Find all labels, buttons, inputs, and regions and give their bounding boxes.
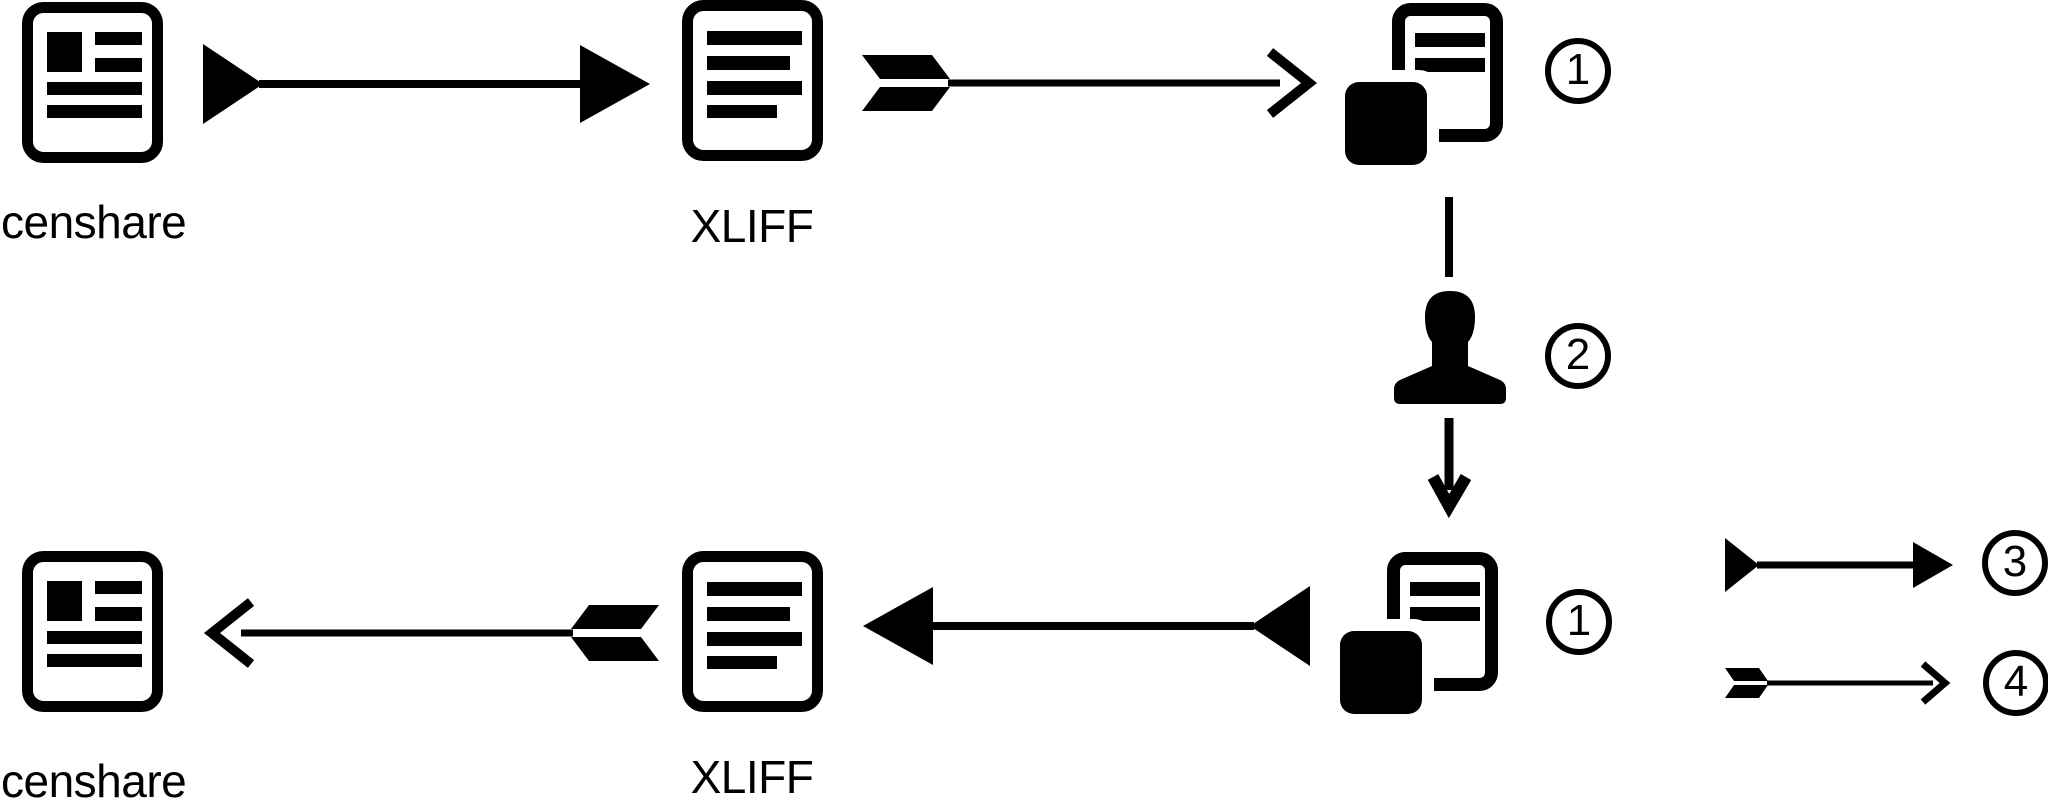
xliff-label-bottom: XLIFF — [690, 751, 814, 803]
step-1-badge-top: 1 — [1545, 38, 1611, 104]
feathered-arrow-xliff-to-censhare — [212, 602, 659, 664]
connector-line-copy-to-person — [1445, 197, 1453, 277]
down-arrow-person-to-copy — [1427, 418, 1472, 519]
censhare-label-top: censhare — [1, 196, 187, 248]
xliff-document-icon — [688, 6, 818, 156]
censhare-document-icon-bottom — [28, 557, 158, 707]
translator-person-icon — [1394, 291, 1506, 404]
xliff-label-top: XLIFF — [690, 200, 814, 252]
step-3-badge: 3 — [1982, 530, 2048, 596]
censhare-label-bottom: censhare — [1, 755, 187, 807]
document-copy-icon — [1333, 10, 1497, 178]
censhare-document-icon — [28, 8, 158, 158]
document-copy-icon-bottom — [1328, 559, 1492, 727]
legend-feathered-arrow — [1725, 664, 1945, 702]
feathered-arrow-xliff-to-copy — [862, 52, 1309, 114]
legend-solid-arrow — [1725, 538, 1953, 592]
solid-arrow-censhare-to-xliff — [203, 44, 650, 124]
step-4-badge: 4 — [1983, 650, 2048, 716]
xliff-document-icon-bottom — [688, 557, 818, 707]
step-1-badge-bottom: 1 — [1546, 589, 1612, 655]
solid-arrow-copy-to-xliff — [863, 586, 1310, 666]
step-2-badge: 2 — [1545, 323, 1611, 389]
